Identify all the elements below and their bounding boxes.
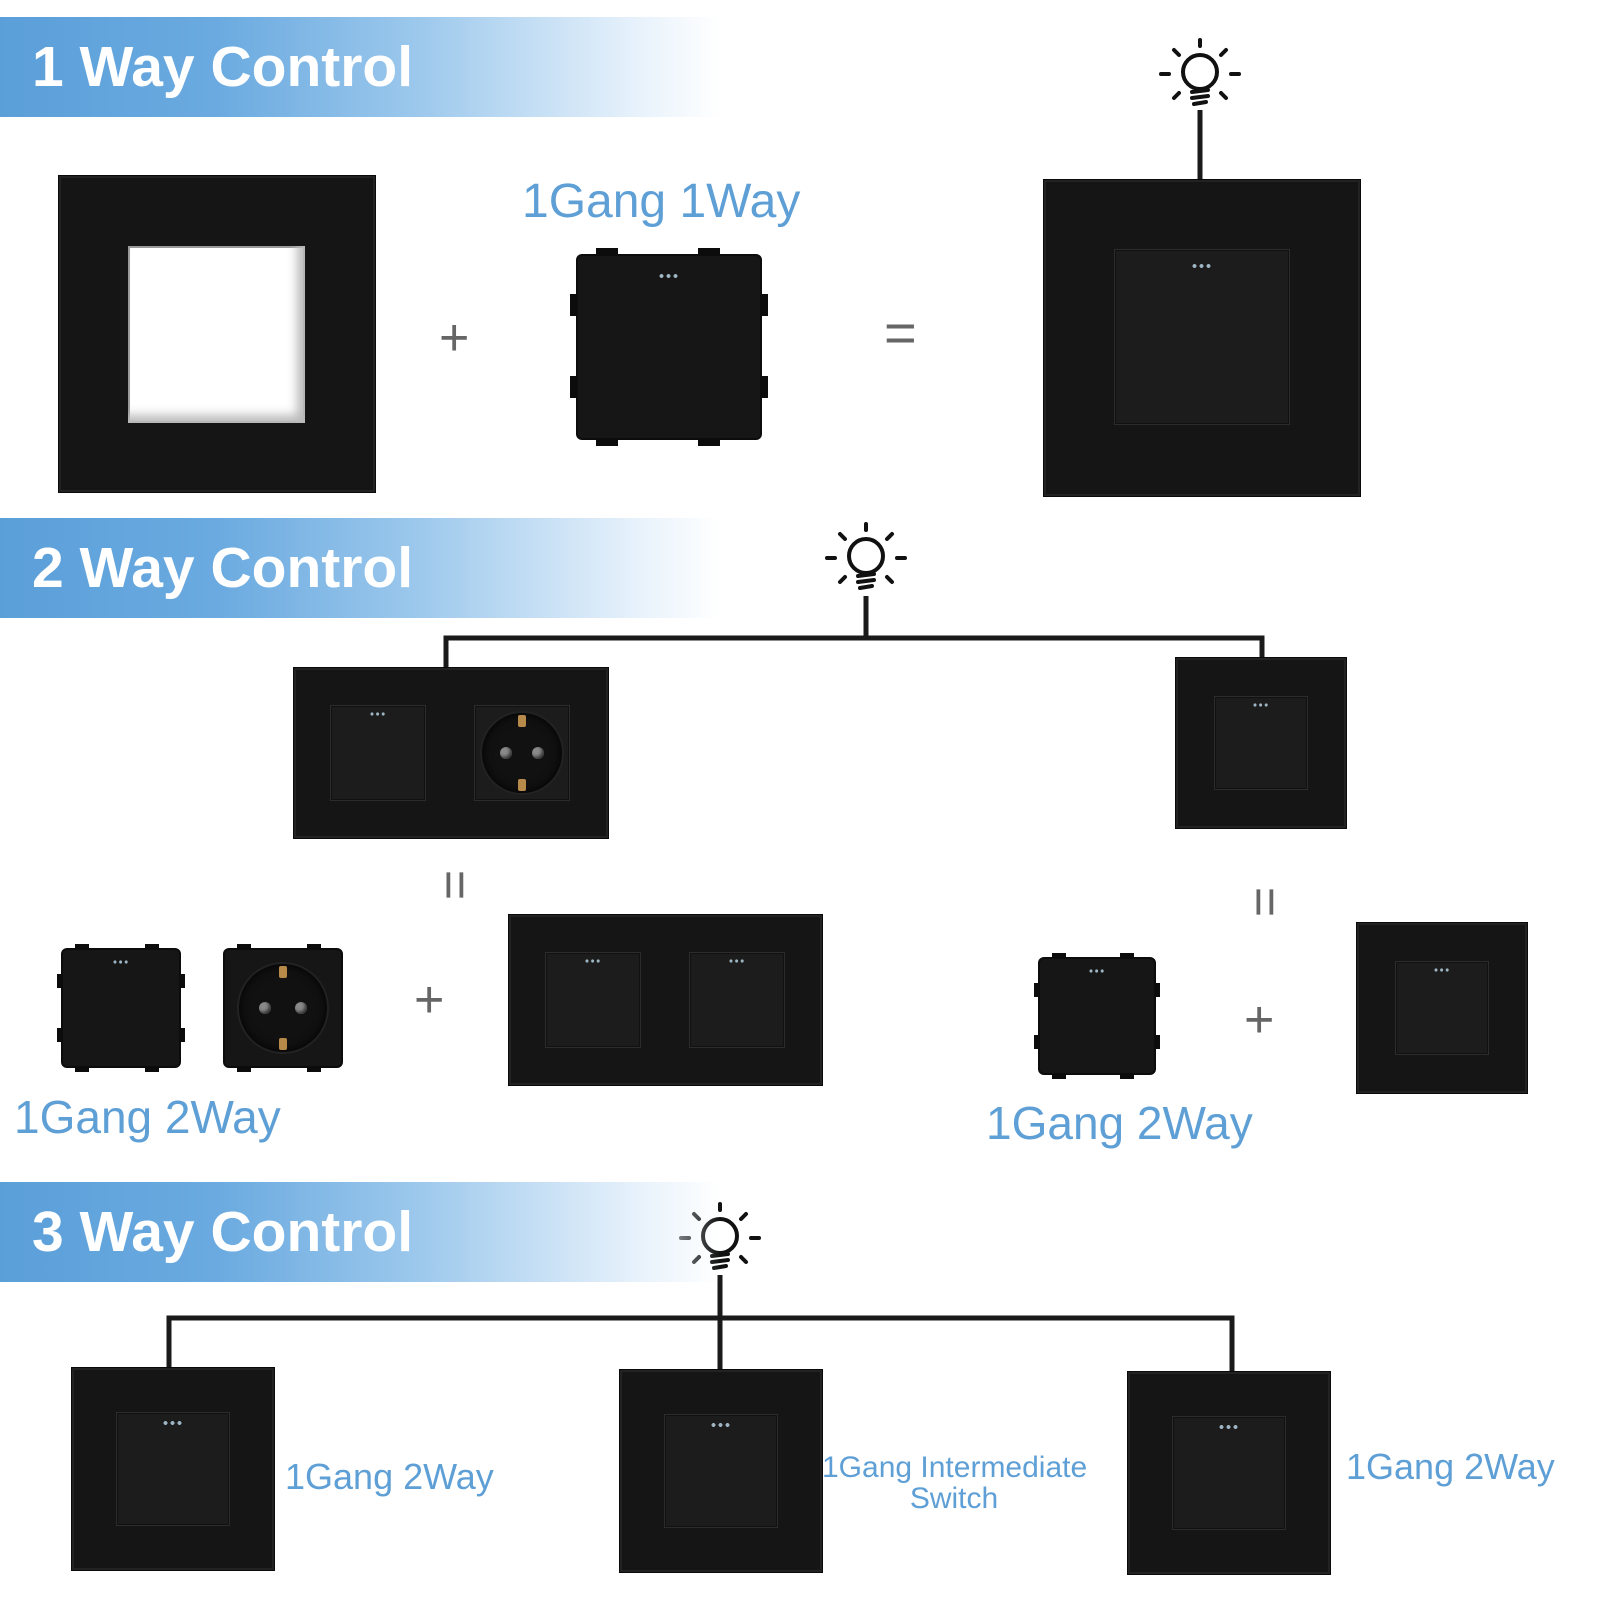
- light-bulb-icon: [1159, 38, 1241, 106]
- frame-opening: [128, 246, 305, 423]
- switch-rocker: [116, 1412, 230, 1526]
- device-label: 1Gang 2Way: [1346, 1446, 1555, 1487]
- label-line: Switch: [909, 1482, 999, 1515]
- socket-face: [474, 705, 570, 801]
- device-label: 1Gang 2Way: [285, 1456, 494, 1497]
- plus-sign: +: [1244, 991, 1275, 1049]
- light-bulb-icon: [825, 522, 907, 590]
- plus-sign: +: [439, 309, 470, 367]
- equals-sign: =: [1236, 886, 1295, 918]
- section-banner-2-way: 2 Way Control: [0, 518, 720, 618]
- socket-icon: [482, 713, 562, 793]
- module-label: 1Gang 2Way: [986, 1097, 1253, 1149]
- switch-rocker: [664, 1414, 778, 1528]
- switch-rocker: [1214, 696, 1308, 790]
- socket-icon: [239, 964, 327, 1052]
- switch-rocker: [1114, 249, 1290, 425]
- section-title: 3 Way Control: [32, 1200, 414, 1264]
- device-label: 1Gang Intermediate Switch: [822, 1451, 1088, 1515]
- indicator-dots: [658, 274, 680, 278]
- module-label: 1Gang 1Way: [522, 175, 801, 228]
- equals-sign: =: [884, 301, 917, 364]
- section-title: 1 Way Control: [32, 35, 414, 99]
- label-line: 1Gang Intermediate: [822, 1451, 1088, 1484]
- assembled-switch: [1044, 180, 1360, 496]
- switch-rocker: [330, 705, 426, 801]
- wire: [166, 1315, 1235, 1372]
- wire: [443, 635, 1265, 668]
- switch-plate-right: [1128, 1372, 1330, 1574]
- switch-socket-plate: [294, 668, 608, 838]
- socket-module: [225, 944, 341, 1072]
- frame-plate: [59, 176, 375, 492]
- switch-rocker: [545, 952, 641, 1048]
- switch-rocker: [1395, 961, 1489, 1055]
- single-frame: [1357, 923, 1527, 1093]
- plus-sign: +: [414, 971, 445, 1029]
- section-banner-3-way: 3 Way Control: [0, 1182, 720, 1282]
- double-frame: [509, 915, 822, 1085]
- switch-module: [570, 248, 768, 446]
- switch-module: [57, 944, 185, 1072]
- switch-module: [1034, 953, 1160, 1079]
- switch-rocker: [1172, 1416, 1286, 1530]
- switch-plate-left: [72, 1368, 274, 1570]
- section-title: 2 Way Control: [32, 536, 414, 600]
- module-label: 1Gang 2Way: [14, 1091, 281, 1143]
- section-banner-1-way: 1 Way Control: [0, 17, 720, 117]
- equals-sign: =: [426, 869, 485, 901]
- switch-plate-middle: [620, 1370, 822, 1572]
- single-switch-plate: [1176, 658, 1346, 828]
- switch-rocker: [689, 952, 785, 1048]
